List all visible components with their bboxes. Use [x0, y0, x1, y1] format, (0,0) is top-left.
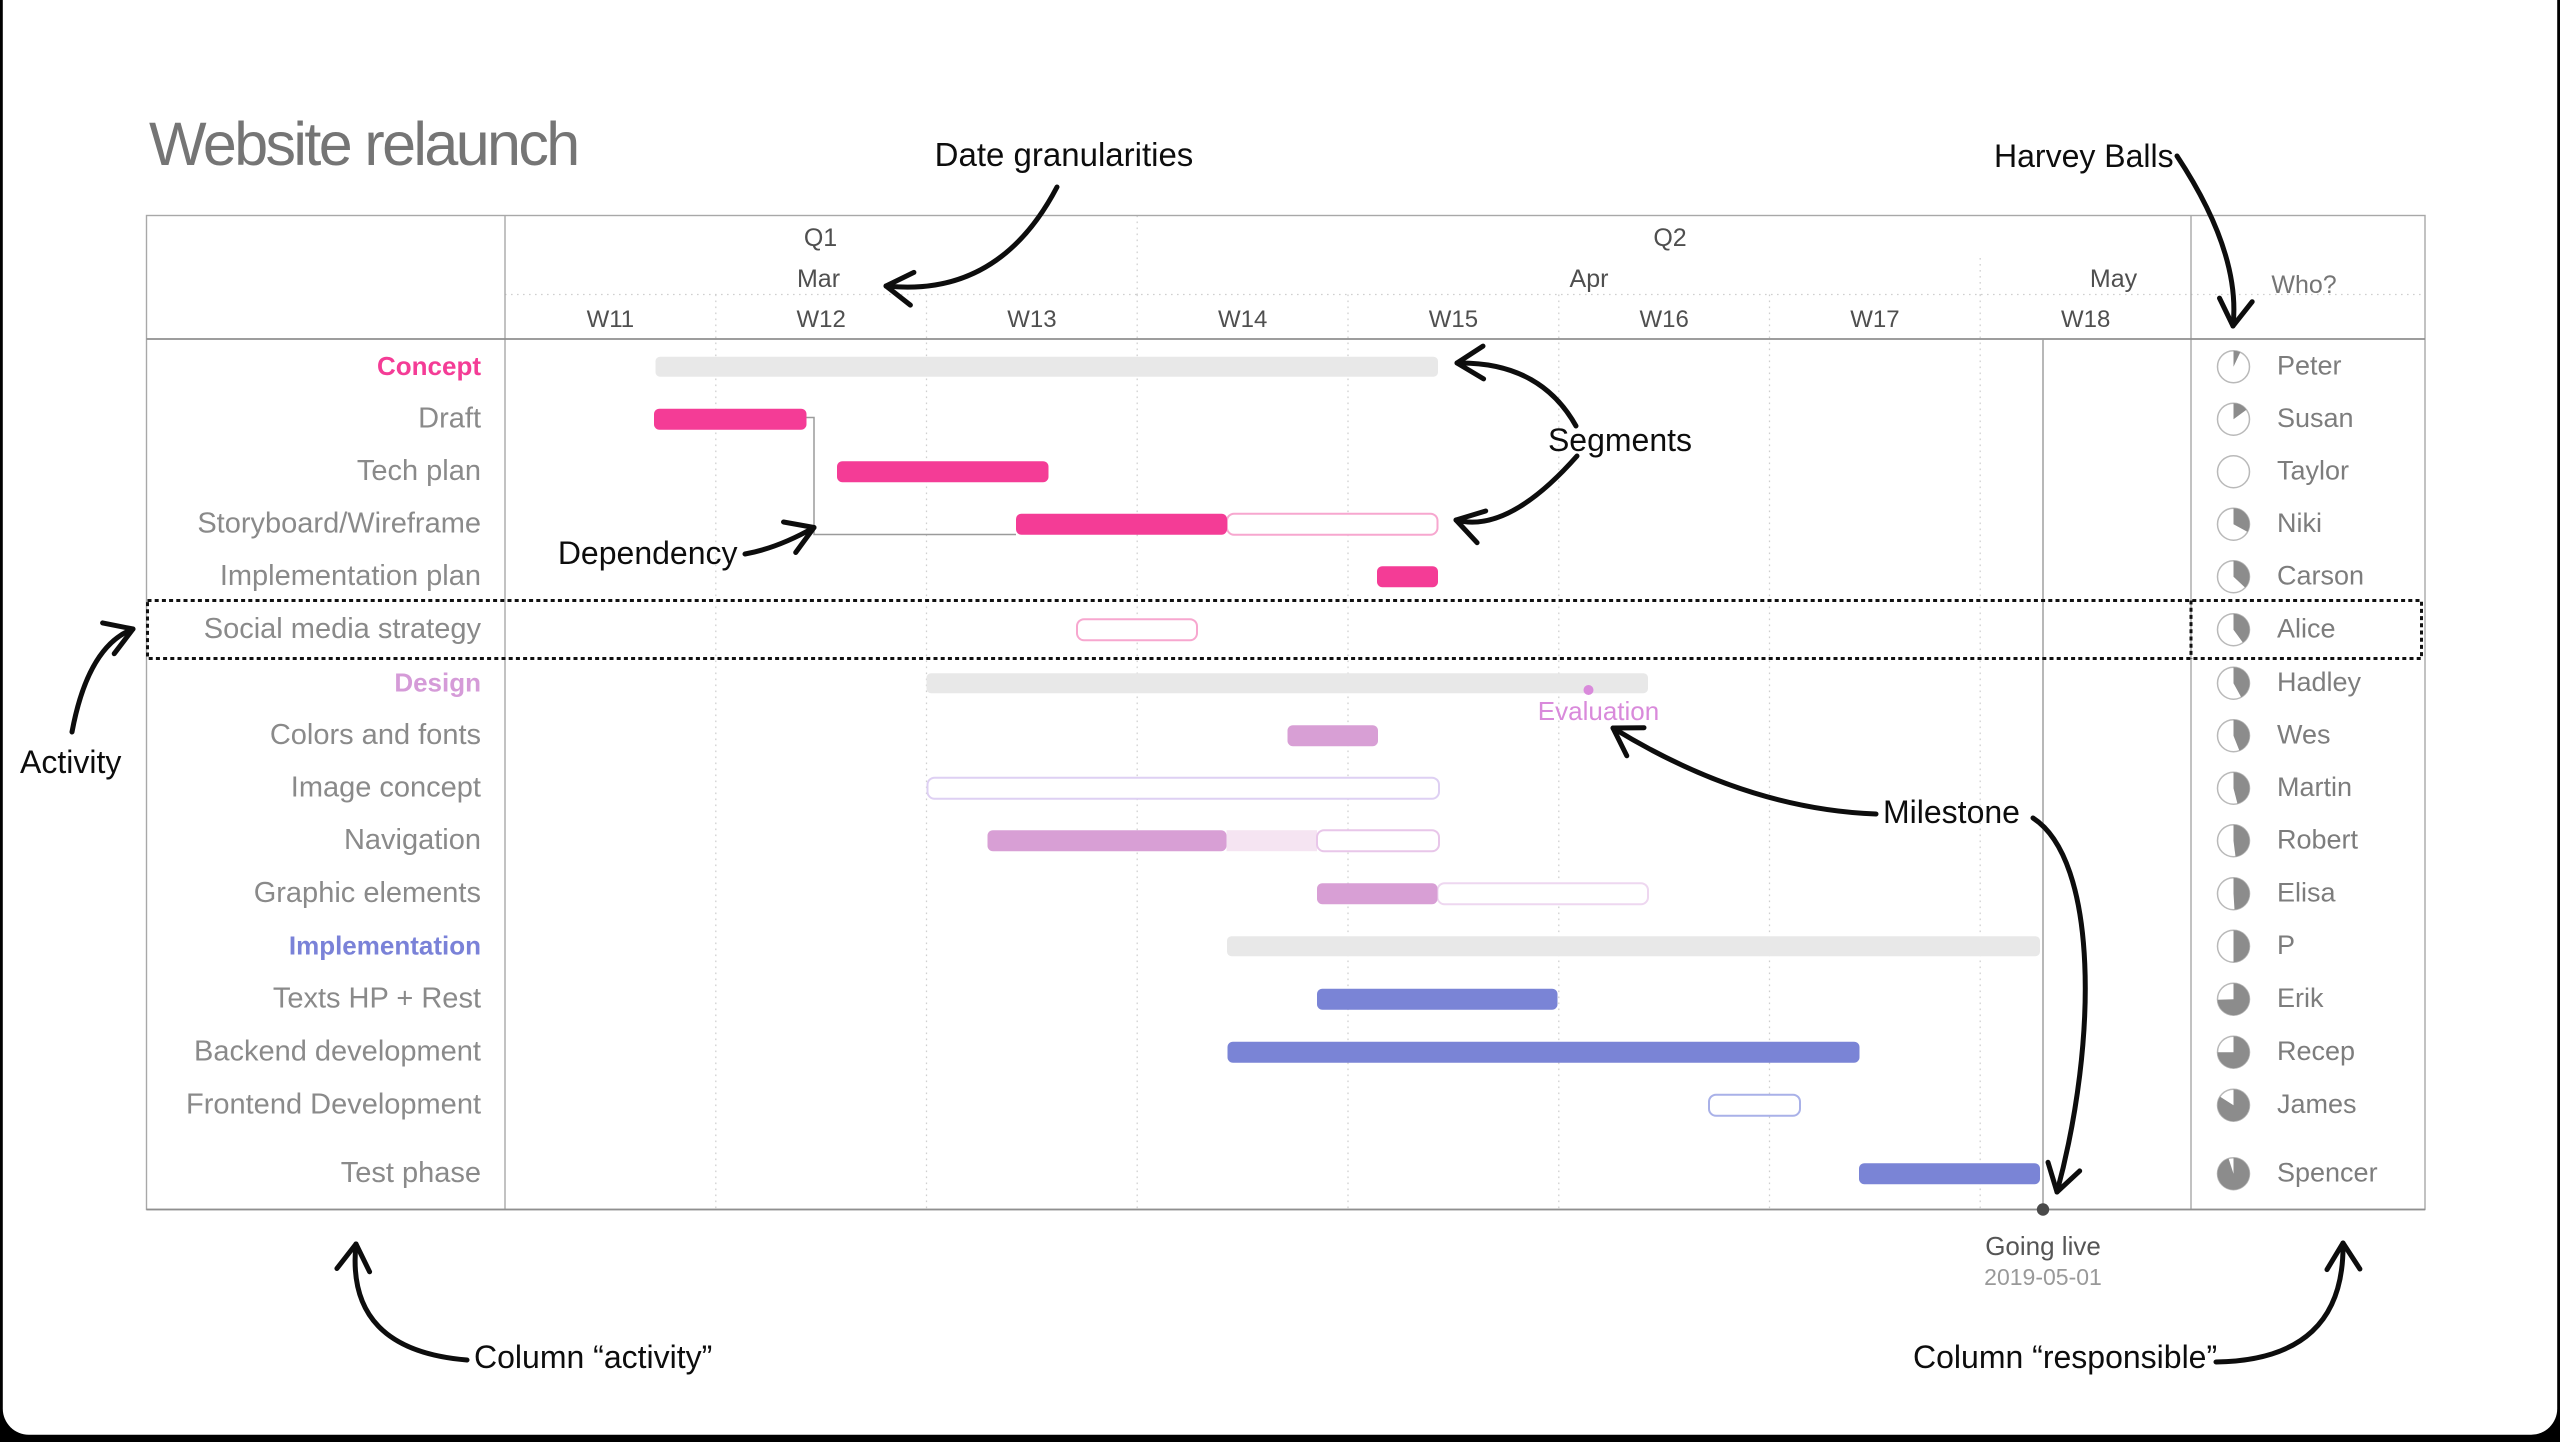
- svg-text:Wes: Wes: [2277, 720, 2331, 750]
- svg-text:Website relaunch: Website relaunch: [149, 110, 578, 178]
- svg-text:Navigation: Navigation: [344, 824, 481, 856]
- svg-text:Backend development: Backend development: [194, 1036, 481, 1068]
- svg-text:Colors and fonts: Colors and fonts: [270, 719, 481, 751]
- svg-text:Hadley: Hadley: [2277, 667, 2362, 697]
- svg-text:W13: W13: [1007, 306, 1056, 333]
- svg-text:W11: W11: [587, 306, 635, 333]
- svg-text:Column “activity”: Column “activity”: [474, 1339, 712, 1375]
- svg-text:Storyboard/Wireframe: Storyboard/Wireframe: [197, 508, 481, 540]
- svg-text:Test phase: Test phase: [341, 1157, 481, 1189]
- svg-text:Draft: Draft: [418, 403, 481, 435]
- svg-text:W15: W15: [1429, 306, 1478, 333]
- svg-text:Susan: Susan: [2277, 403, 2354, 433]
- svg-text:Robert: Robert: [2277, 825, 2359, 855]
- svg-text:W16: W16: [1639, 306, 1688, 333]
- svg-text:Image concept: Image concept: [291, 772, 481, 804]
- svg-text:2019-05-01: 2019-05-01: [1984, 1264, 2102, 1290]
- svg-text:Spencer: Spencer: [2277, 1158, 2378, 1188]
- svg-text:Social media strategy: Social media strategy: [204, 613, 482, 645]
- svg-text:Tech plan: Tech plan: [357, 455, 481, 487]
- svg-text:Erik: Erik: [2277, 983, 2324, 1013]
- svg-text:Carson: Carson: [2277, 561, 2364, 591]
- svg-text:Q2: Q2: [1653, 224, 1686, 252]
- svg-text:Implementation: Implementation: [289, 931, 481, 961]
- svg-text:Graphic elements: Graphic elements: [254, 877, 481, 909]
- svg-text:Dependency: Dependency: [558, 535, 738, 571]
- svg-text:Column “responsible”: Column “responsible”: [1913, 1339, 2217, 1375]
- svg-text:Recep: Recep: [2277, 1036, 2355, 1066]
- svg-text:Harvey Balls: Harvey Balls: [1994, 138, 2174, 174]
- svg-text:Peter: Peter: [2277, 351, 2342, 381]
- svg-text:Texts HP + Rest: Texts HP + Rest: [273, 983, 481, 1015]
- svg-text:Date granularities: Date granularities: [935, 136, 1194, 173]
- svg-text:P: P: [2277, 930, 2295, 960]
- svg-text:Design: Design: [394, 668, 481, 698]
- svg-text:Activity: Activity: [20, 744, 121, 780]
- svg-text:Apr: Apr: [1570, 265, 1609, 293]
- svg-text:Mar: Mar: [797, 265, 840, 293]
- svg-text:W18: W18: [2061, 306, 2110, 333]
- svg-text:W17: W17: [1850, 306, 1899, 333]
- svg-text:W14: W14: [1218, 306, 1267, 333]
- svg-text:Evaluation: Evaluation: [1538, 696, 1659, 726]
- svg-text:Implementation plan: Implementation plan: [220, 560, 481, 592]
- svg-text:May: May: [2090, 265, 2138, 293]
- svg-text:W12: W12: [796, 306, 845, 333]
- svg-text:Milestone: Milestone: [1883, 794, 2020, 830]
- svg-text:Elisa: Elisa: [2277, 878, 2337, 908]
- svg-text:Frontend Development: Frontend Development: [186, 1089, 481, 1121]
- svg-text:Alice: Alice: [2277, 614, 2336, 644]
- svg-text:James: James: [2277, 1089, 2357, 1119]
- svg-text:Going live: Going live: [1985, 1231, 2101, 1261]
- svg-text:Segments: Segments: [1548, 422, 1692, 458]
- svg-text:Martin: Martin: [2277, 772, 2352, 802]
- svg-text:Taylor: Taylor: [2277, 456, 2349, 486]
- svg-text:Concept: Concept: [377, 351, 481, 381]
- svg-text:Q1: Q1: [804, 224, 837, 252]
- svg-text:Niki: Niki: [2277, 508, 2322, 538]
- svg-text:Who?: Who?: [2271, 271, 2336, 299]
